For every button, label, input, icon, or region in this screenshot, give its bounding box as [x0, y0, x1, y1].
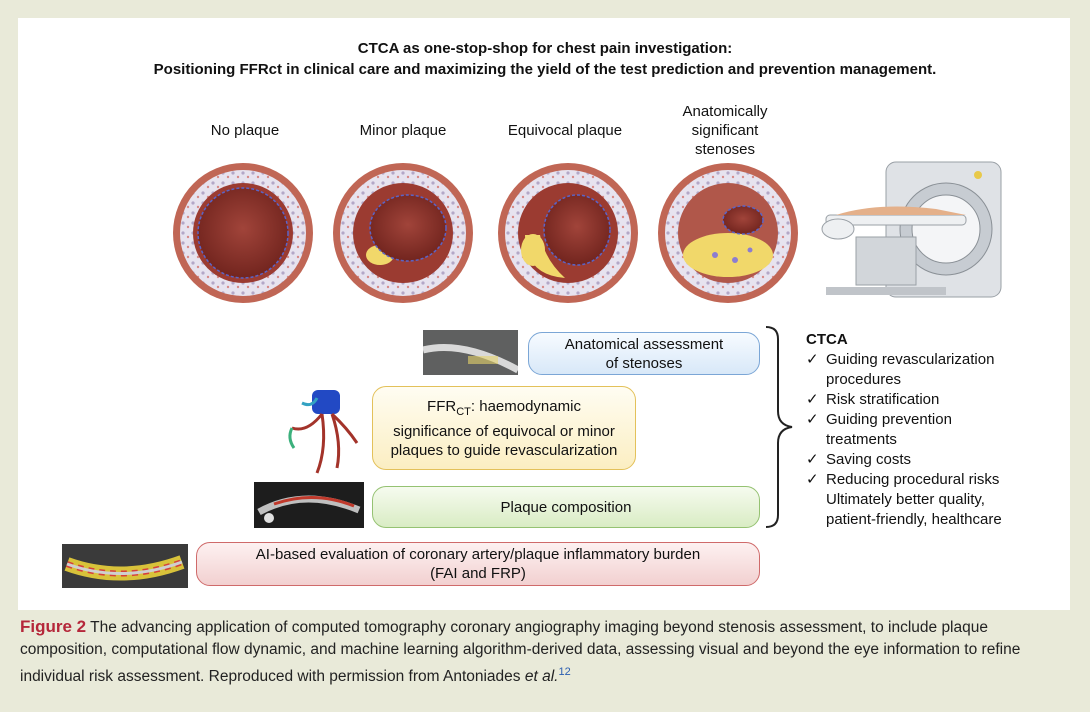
ffrct-box: FFRCT: haemodynamic significance of equi… [372, 386, 636, 470]
stage-label-no-plaque: No plaque [210, 122, 280, 139]
ctca-heading: CTCA [806, 331, 848, 348]
ctca-item-line: procedures [826, 371, 902, 388]
ffrct-line1: FFRCT: haemodynamic [427, 397, 581, 422]
check-icon: ✓ [806, 411, 819, 428]
inflammation-thumbnail [62, 544, 188, 588]
figure-caption: Figure 2 The advancing application of co… [20, 616, 1072, 688]
ctca-benefits-list: CTCA ✓ Guiding revascularization procedu… [806, 330, 1002, 530]
ffrct-line2: significance of equivocal or minor [393, 422, 615, 440]
ctca-item-line: Guiding prevention [826, 411, 952, 428]
check-icon: ✓ [806, 391, 819, 408]
check-icon: ✓ [806, 351, 819, 368]
ctca-item: ✓ Risk stratification [806, 390, 1002, 410]
ctca-item-line: Risk stratification [826, 391, 940, 408]
ct-scanner-icon [821, 161, 1002, 298]
ctca-item: ✓ Reducing procedural risks [806, 470, 1002, 490]
ctca-closing-line: patient-friendly, healthcare [826, 511, 1002, 528]
ai-line1: AI-based evaluation of coronary artery/p… [255, 546, 701, 563]
vessel-significant-stenoses [658, 163, 798, 303]
stage-label-equivocal-plaque: Equivocal plaque [507, 122, 623, 139]
ctca-item-line: treatments [826, 431, 897, 448]
vessel-no-plaque [173, 163, 313, 303]
figure-title-line1: CTCA as one-stop-shop for chest pain inv… [357, 40, 733, 57]
ai-line2: (FAI and FRP) [430, 565, 526, 582]
caption-et-al: et al. [524, 668, 559, 686]
ffrct-subscript: CT [456, 405, 471, 418]
plaque-composition-box: Plaque composition [372, 486, 760, 528]
ai-evaluation-box: AI-based evaluation of coronary artery/p… [196, 542, 760, 586]
anatomical-assessment-box: Anatomical assessment of stenoses [528, 332, 760, 375]
figure-title-line2: Positioning FFRct in clinical care and m… [153, 61, 937, 78]
check-icon: ✓ [806, 451, 819, 468]
ffrct-prefix: FFR [427, 397, 457, 415]
stage-label-minor-plaque: Minor plaque [359, 122, 447, 139]
angiography-thumbnail [423, 330, 518, 375]
plaque-thumbnail [254, 482, 364, 528]
vessel-minor-plaque [333, 163, 473, 303]
anatomical-line2: of stenoses [605, 354, 683, 372]
figure-label: Figure 2 [20, 617, 87, 636]
caption-text: The advancing application of computed to… [20, 619, 1021, 686]
caption-reference[interactable]: 12 [558, 666, 571, 678]
stage-label-significant-stenoses: Anatomically significant stenoses [682, 103, 768, 158]
ctca-item: ✓ Guiding revascularization procedures [806, 350, 1002, 390]
ffrct-line3: plaques to guide revascularization [390, 441, 618, 459]
plaque-composition-label: Plaque composition [500, 498, 632, 516]
ctca-item-line: Reducing procedural risks [826, 471, 1000, 488]
right-brace [765, 326, 793, 528]
ctca-item-line: Guiding revascularization [826, 351, 995, 368]
check-icon: ✓ [806, 471, 819, 488]
ctca-closing: Ultimately better quality, patient-frien… [806, 490, 1002, 530]
vessel-equivocal-plaque [498, 163, 638, 303]
ctca-closing-line: Ultimately better quality, [826, 491, 985, 508]
coronary-tree-icon [288, 390, 359, 474]
ctca-item-line: Saving costs [826, 451, 912, 468]
ctca-item: ✓ Guiding prevention treatments [806, 410, 1002, 450]
anatomical-line1: Anatomical assessment [564, 335, 724, 353]
ctca-item: ✓ Saving costs [806, 450, 1002, 470]
vessel-cross-sections [173, 163, 798, 303]
ffrct-line1-rest: : haemodynamic [470, 397, 581, 415]
